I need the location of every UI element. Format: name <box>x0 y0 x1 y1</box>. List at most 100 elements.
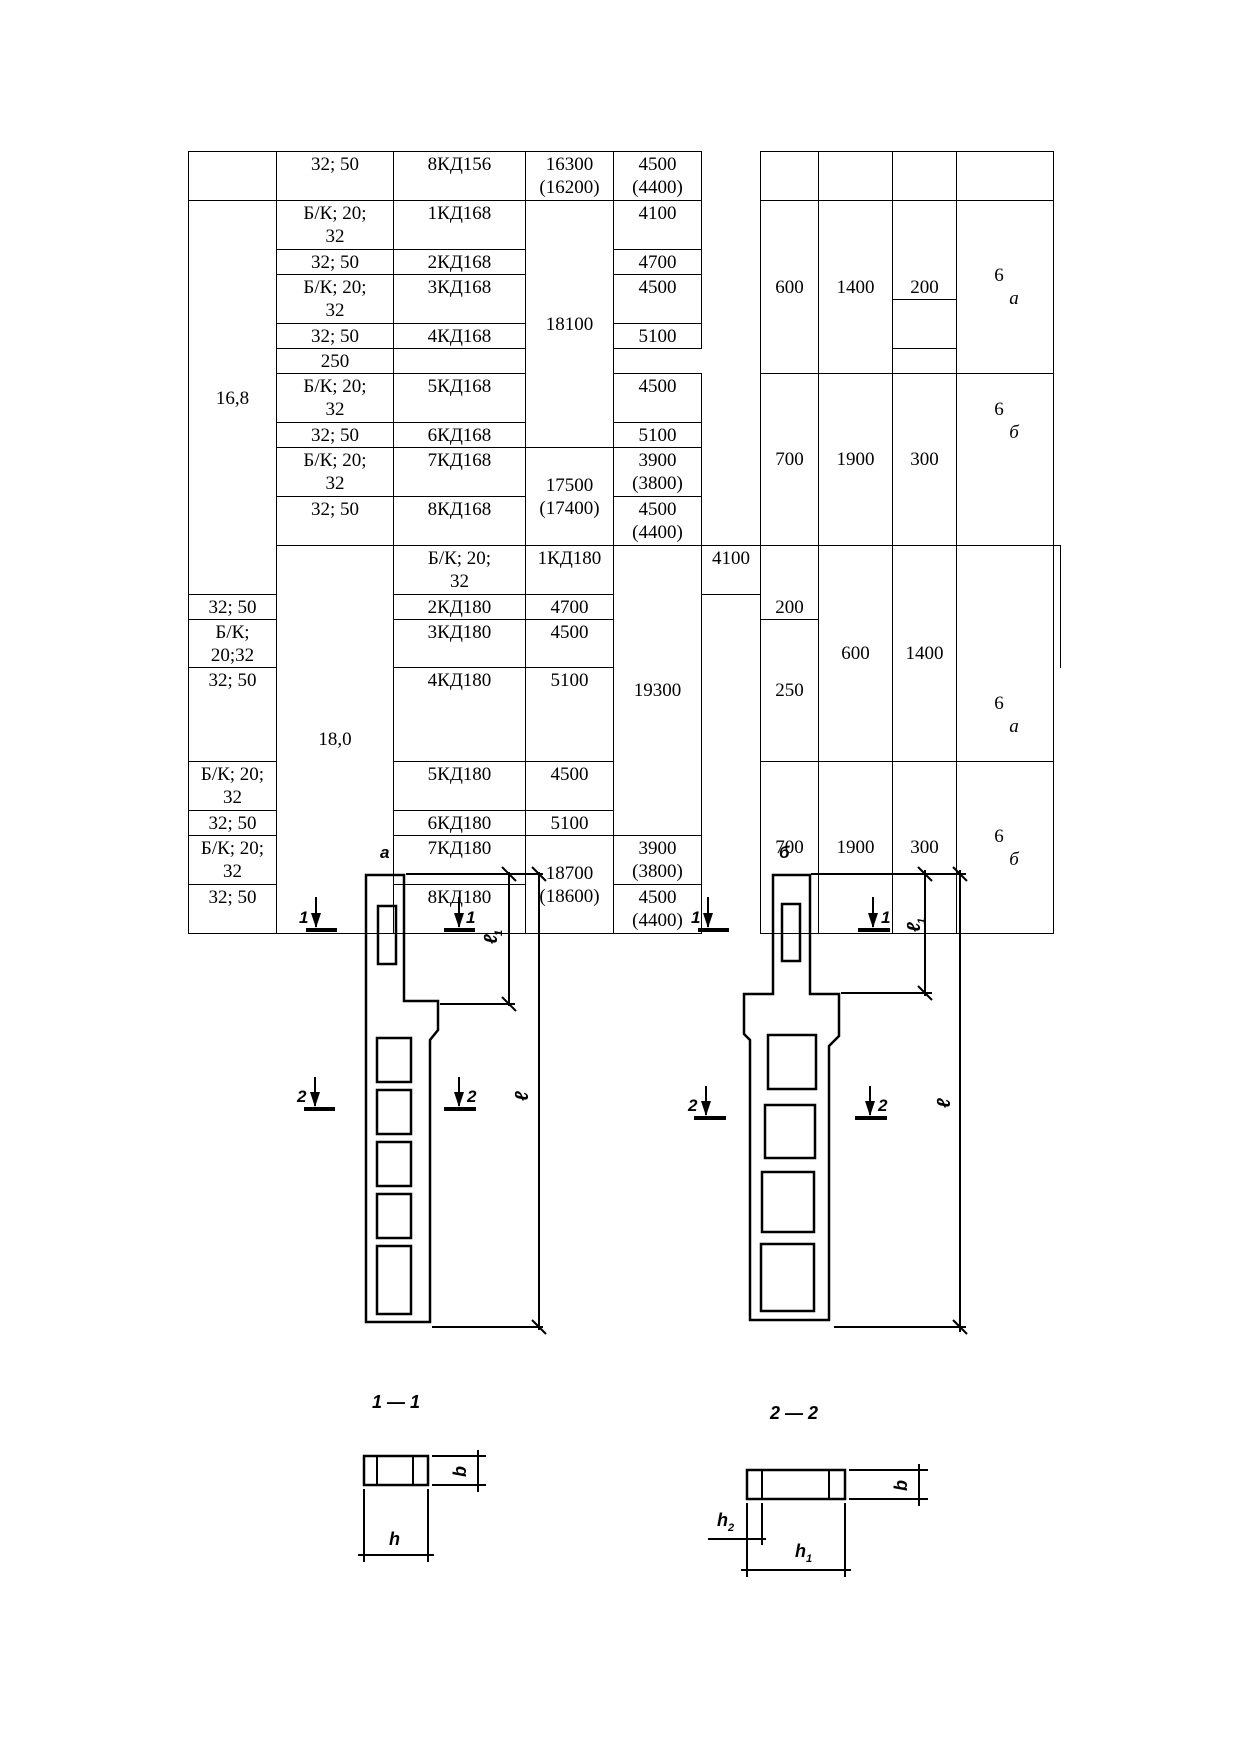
figure-b: б ℓ 1 ℓ 1 1 2 2 <box>687 843 968 1335</box>
figure-a: а ℓ 1 ℓ 1 1 2 <box>296 843 547 1335</box>
section-1-1-title: 1 — 1 <box>372 1392 420 1412</box>
mark-cell: 5КД168 <box>393 372 526 423</box>
dim-h2-letter: h <box>717 1510 728 1530</box>
mass-cell: 4100 <box>701 545 761 595</box>
dim-cell <box>760 151 819 201</box>
gap-cell <box>760 545 819 595</box>
mass-cell: 5100 <box>525 667 614 762</box>
dim-b-text: b <box>450 1466 470 1477</box>
concrete-grade-cell: Б/К; 20; 32 <box>276 446 394 497</box>
mass-cell: 5100 <box>613 421 702 448</box>
dim-l1-cell: 250 <box>760 619 819 762</box>
section-2-2-outline <box>745 1468 847 1501</box>
mark-cell: 1КД168 <box>393 200 526 250</box>
column-a-opening <box>375 1088 413 1136</box>
concrete-grade-cell: 32; 50 <box>276 151 394 201</box>
dim-h1-letter: h <box>795 1541 806 1561</box>
column-b-opening <box>763 1103 817 1160</box>
section-2-2: 2 — 2 b h 2 h 1 <box>708 1403 928 1577</box>
section-2-label: 2 <box>466 1087 477 1106</box>
gap-cell <box>701 496 761 544</box>
mass-cell: 4500 <box>525 619 614 668</box>
dim-l1-cell <box>892 200 957 275</box>
table-row <box>189 544 1061 546</box>
volume-cell: 18100 <box>525 200 614 448</box>
figure-cell <box>1053 545 1061 668</box>
section-arrowhead <box>865 1101 875 1116</box>
dim-tick <box>917 985 933 1001</box>
gap-cell <box>701 932 761 933</box>
column-a-opening <box>375 1140 413 1188</box>
section-1-label: 1 <box>881 908 890 927</box>
gap-cell <box>701 594 761 620</box>
figure-b-label: б <box>779 843 790 862</box>
table-row: 18,0 Б/К; 20; 32 1КД180 19300 4100 600 1… <box>189 545 1061 934</box>
dim-h-cell: 600 <box>760 200 819 374</box>
section-1-label: 1 <box>691 908 700 927</box>
volume-cell: 17500 (17400) <box>525 446 614 546</box>
dim-h1-subscript: 1 <box>806 1553 812 1565</box>
section-1-1: 1 — 1 b h <box>358 1392 486 1562</box>
dim-tick <box>917 866 933 882</box>
mass-cell: 4500 (4400) <box>613 883 702 934</box>
mass-cell: 4700 <box>525 594 614 620</box>
gap-cell <box>393 348 526 373</box>
concrete-grade-cell: 32; 50 <box>188 594 277 620</box>
section-arrowhead <box>701 1101 711 1116</box>
gap-cell <box>701 835 761 884</box>
column-a-outline <box>364 873 440 1324</box>
table-row: 32; 50 2КД180 4700 200 <box>188 594 1061 620</box>
section-arrowhead <box>454 913 464 928</box>
dim-l1-letter: ℓ <box>904 922 925 932</box>
figure-a-label: а <box>380 843 389 862</box>
table-row: Б/К; 20; 32 3КД168 4500 200 <box>189 274 1061 324</box>
dim-h1-cell: 1900 <box>818 760 893 934</box>
table-row: 32; 50 4КД168 5100 <box>189 322 1061 349</box>
gap-cell <box>701 151 761 201</box>
mass-cell: 5100 <box>613 322 702 349</box>
dim-l1-text: ℓ 1 <box>481 930 505 944</box>
gap-cell <box>701 810 761 835</box>
dim-l1-subscript: 1 <box>916 918 928 924</box>
dim-l1-cell: 200 <box>892 274 957 300</box>
mass-cell: 4500 <box>525 760 614 811</box>
figure-letter: б <box>1009 421 1019 443</box>
table-row: 32; 50 8КД156 16300 (16200) 4500 (4400) <box>188 151 1061 201</box>
dim-tick <box>501 996 517 1012</box>
column-b-outline <box>742 873 841 1322</box>
dim-tick <box>531 866 547 882</box>
concrete-grade-cell: 32; 50 <box>276 249 394 275</box>
dim-h2-subscript: 2 <box>727 1522 734 1534</box>
dim-h1-cell: 1400 <box>818 200 893 374</box>
section-2-label: 2 <box>296 1087 307 1106</box>
dim-cell <box>892 151 957 201</box>
table-row: Б/К; 20; 32 7КД168 17500 (17400) 3900 (3… <box>189 446 1061 546</box>
dim-l1-subscript: 1 <box>493 930 505 936</box>
concrete-grade-cell: 32; 50 <box>276 495 394 546</box>
section-2-2-title: 2 — 2 <box>769 1403 818 1423</box>
mark-cell: 4КД168 <box>393 322 526 349</box>
dim-h-cell: 700 <box>760 372 819 546</box>
columns-table: 32; 50 8КД156 16300 (16200) 4500 (4400) … <box>188 151 1061 934</box>
concrete-grade-cell: Б/К; 20; 32 <box>276 274 394 324</box>
mark-cell: 5КД180 <box>393 760 526 811</box>
mark-cell: 4КД180 <box>393 667 526 762</box>
section-arrowhead <box>311 913 321 928</box>
concrete-grade-cell: 32; 50 <box>188 883 277 934</box>
mark-cell: 3КД180 <box>393 619 526 668</box>
span-cell: 16,8 <box>188 200 277 595</box>
mass-cell: 4500 <box>613 372 702 423</box>
section-1-1-outline <box>362 1454 430 1487</box>
figure-letter: а <box>1009 288 1019 310</box>
figure-cell <box>956 151 1054 201</box>
column-b-opening <box>766 1033 818 1091</box>
gap-cell <box>701 447 761 496</box>
table-row: 32; 50 2КД168 4700 <box>189 249 1061 275</box>
table-row: 250 <box>189 347 1061 373</box>
mark-cell: 8КД156 <box>393 151 526 201</box>
mass-cell: 4100 <box>613 200 702 250</box>
column-b-opening <box>760 1170 816 1234</box>
section-arrowhead <box>454 1092 464 1107</box>
column-a-opening <box>375 1244 413 1316</box>
